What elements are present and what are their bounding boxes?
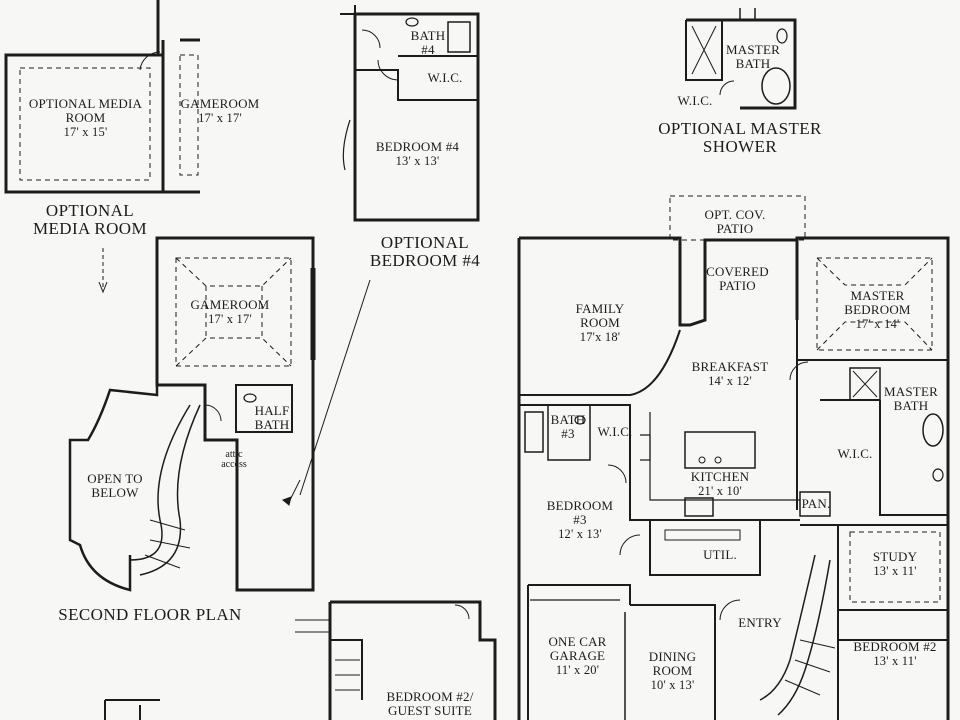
opt-wic-master-label: W.I.C. bbox=[677, 93, 713, 108]
room-dim: 13' x 13' bbox=[395, 154, 440, 168]
room-dim: 21' x 10' bbox=[698, 484, 742, 498]
room-name: ONE CAR GARAGE bbox=[548, 634, 607, 663]
optional-media-room-plan bbox=[4, 0, 200, 194]
room-name: OPTIONAL MEDIA ROOM bbox=[28, 96, 143, 125]
room-name: FAMILY ROOM bbox=[575, 301, 625, 330]
room-name: STUDY bbox=[872, 549, 918, 564]
attic-access-label: attic access bbox=[221, 449, 247, 470]
open-to-below-label: OPEN TO BELOW bbox=[87, 471, 143, 500]
room-dim: 17' x 14' bbox=[855, 317, 900, 331]
util-label: UTIL. bbox=[703, 547, 737, 562]
title-second-floor-plan: SECOND FLOOR PLAN bbox=[58, 605, 242, 624]
pantry-label: PAN. bbox=[801, 496, 831, 511]
room-dim: 17' x 17' bbox=[208, 312, 252, 326]
room-name: GAMEROOM bbox=[180, 96, 260, 111]
room-name: BEDROOM #3 bbox=[546, 498, 614, 527]
title-optional-media-room: OPTIONAL MEDIA ROOM bbox=[32, 201, 148, 238]
room-name: KITCHEN bbox=[690, 469, 750, 484]
room-dim: 10' x 13' bbox=[650, 678, 695, 692]
covered-patio-label: COVERED PATIO bbox=[706, 264, 769, 293]
wic3-label: W.I.C. bbox=[597, 424, 633, 439]
second-floor-plan-drawing bbox=[68, 236, 371, 592]
room-dim: 14' x 12' bbox=[708, 374, 752, 388]
room-dim: 17' x 15' bbox=[63, 125, 108, 139]
opt-master-bath-label: MASTER BATH bbox=[726, 42, 780, 71]
wic-master-label: W.I.C. bbox=[837, 446, 873, 461]
room-dim: 13' x 11' bbox=[873, 564, 917, 578]
room-dim: 17' x 17' bbox=[198, 111, 242, 125]
room-name: DINING ROOM bbox=[648, 649, 697, 678]
bath3-label: BATH #3 bbox=[550, 412, 586, 441]
opt-cov-patio-label: OPT. COV. PATIO bbox=[704, 207, 766, 236]
one-car-garage-label: ONE CAR GARAGE 11' x 20' bbox=[540, 634, 615, 678]
bedroom2-label: BEDROOM #2 13' x 11' bbox=[850, 639, 940, 669]
room-name: BEDROOM #4 bbox=[375, 139, 460, 154]
bedroom3-label: BEDROOM #3 12' x 13' bbox=[540, 498, 620, 542]
room-name: GAMEROOM bbox=[190, 297, 270, 312]
kitchen-label: KITCHEN 21' x 10' bbox=[670, 469, 770, 499]
master-bath-label: MASTER BATH bbox=[884, 384, 938, 413]
guest-suite-partial-plan bbox=[104, 600, 497, 720]
master-bedroom-label: MASTER BEDROOM 17' x 14' bbox=[830, 288, 925, 332]
half-bath-label: HALF BATH bbox=[254, 403, 290, 432]
opt-media-room-label: OPTIONAL MEDIA ROOM 17' x 15' bbox=[28, 96, 143, 140]
gameroom-label: GAMEROOM 17' x 17' bbox=[180, 297, 280, 327]
title-optional-master-shower: OPTIONAL MASTER SHOWER bbox=[658, 119, 822, 156]
opt-bedroom4-label: BEDROOM #4 13' x 13' bbox=[375, 139, 460, 169]
breakfast-label: BREAKFAST 14' x 12' bbox=[680, 359, 780, 389]
room-dim: 13' x 11' bbox=[873, 654, 917, 668]
entry-label: ENTRY bbox=[738, 615, 782, 630]
opt-gameroom-label: GAMEROOM 17' x 17' bbox=[170, 96, 270, 126]
room-dim: 11' x 20' bbox=[555, 663, 600, 677]
optional-bedroom-4-plan bbox=[340, 5, 480, 222]
room-name: MASTER BEDROOM bbox=[844, 288, 911, 317]
title-optional-bedroom-4: OPTIONAL BEDROOM #4 bbox=[369, 233, 481, 270]
opt-wic-bed4-label: W.I.C. bbox=[427, 70, 463, 85]
study-label: STUDY 13' x 11' bbox=[850, 549, 940, 579]
dining-room-label: DINING ROOM 10' x 13' bbox=[635, 649, 710, 693]
room-name: BEDROOM #2 bbox=[853, 639, 937, 654]
room-dim: 17'x 18' bbox=[579, 330, 621, 344]
opt-bath4-label: BATH #4 bbox=[410, 28, 446, 57]
room-name: BREAKFAST bbox=[691, 359, 769, 374]
first-floor-plan-drawing bbox=[517, 195, 950, 720]
bedroom2-guest-label: BEDROOM #2/ GUEST SUITE bbox=[386, 689, 474, 718]
optional-master-shower-plan bbox=[685, 8, 797, 110]
family-room-label: FAMILY ROOM 17'x 18' bbox=[560, 301, 640, 345]
room-dim: 12' x 13' bbox=[558, 527, 602, 541]
